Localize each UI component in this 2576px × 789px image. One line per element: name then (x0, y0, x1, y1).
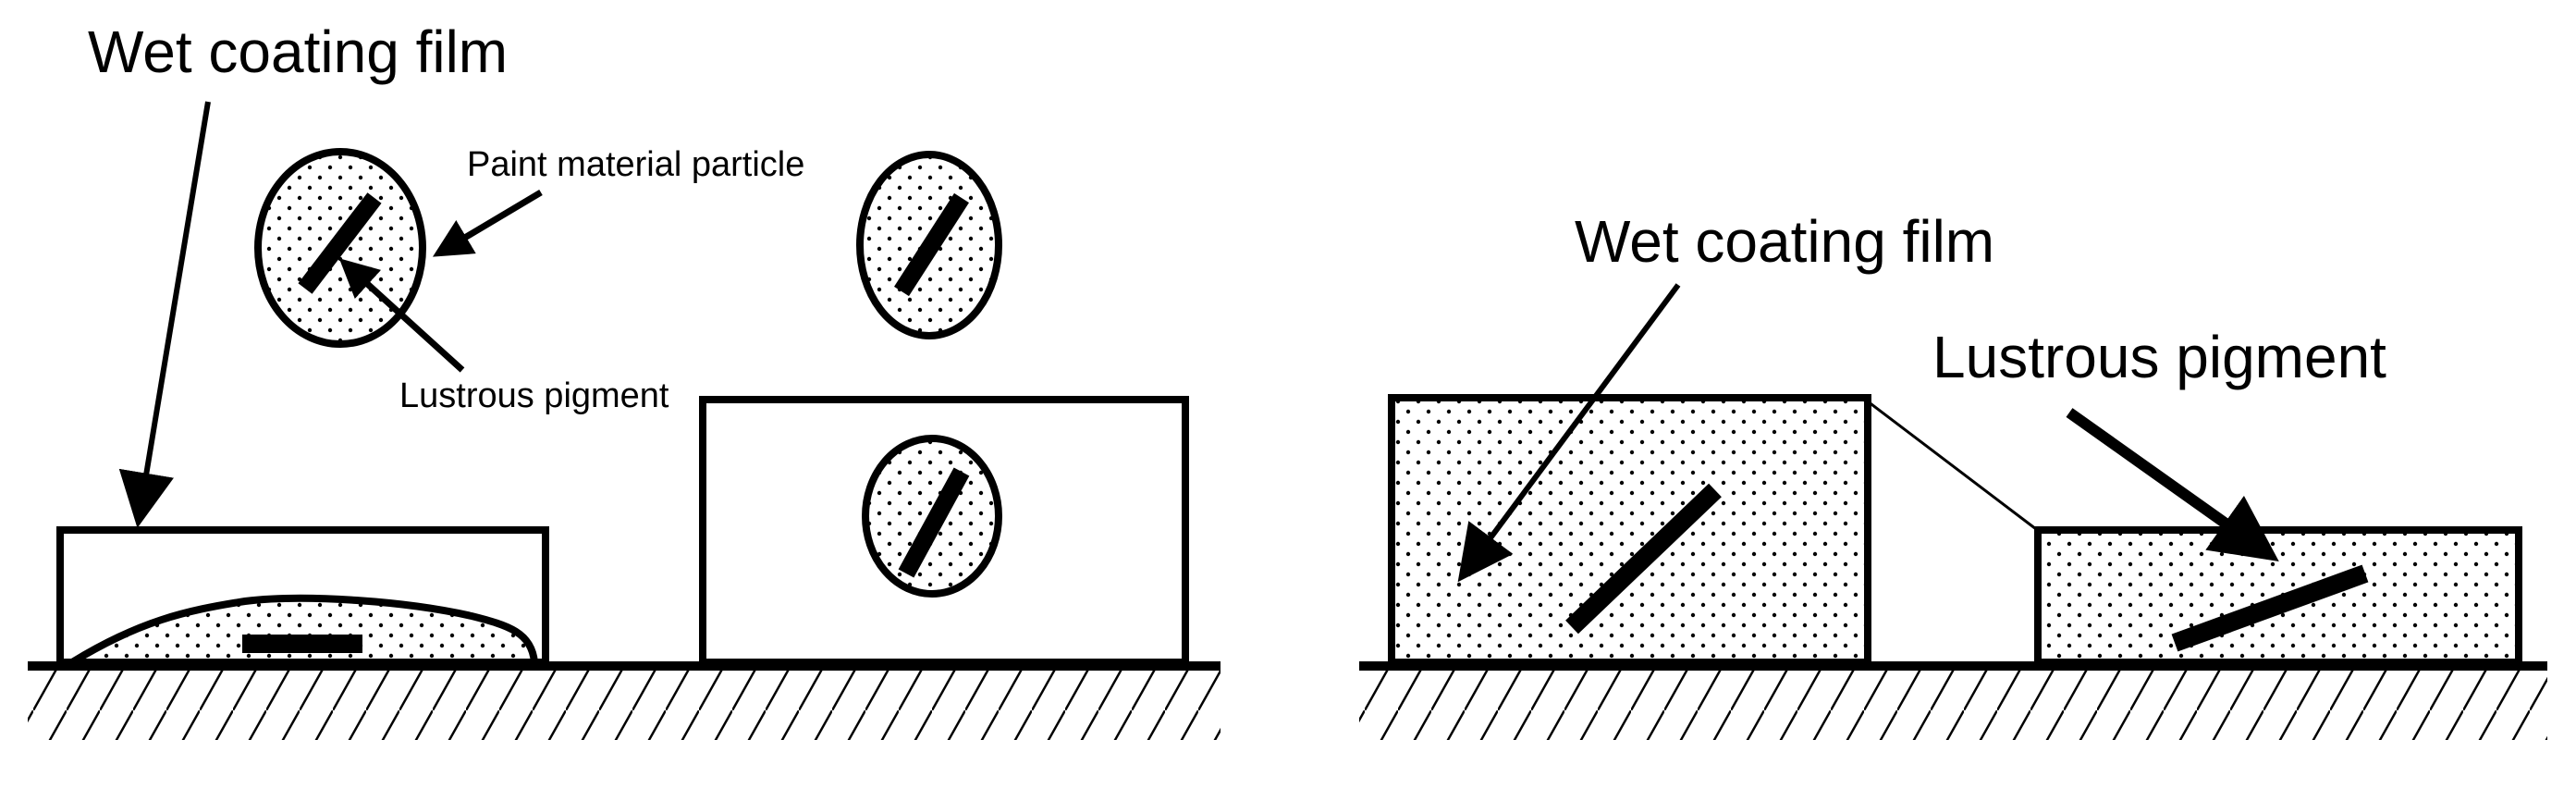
tall-film-box (699, 396, 1189, 666)
left-flat-film (56, 526, 549, 666)
paint-particle-label: Paint material particle (467, 145, 804, 184)
left-film-box (56, 526, 549, 666)
lustrous-pigment-right-label: Lustrous pigment (1932, 324, 2386, 390)
left-wet-film-label: Wet coating film (88, 18, 508, 85)
left-wet-film-arrow (118, 101, 211, 528)
right-tall-film-box (1388, 394, 1871, 666)
right-thin-pigment (2171, 564, 2369, 652)
lustrous-pigment-right-arrow (2066, 408, 2279, 561)
shrink-connector-line (1867, 400, 2041, 534)
left-panel: Wet coating film Paint material particle… (28, 18, 1221, 740)
lustrous-pigment-left-label: Lustrous pigment (399, 376, 669, 415)
flying-particle-2 (856, 151, 1002, 339)
right-wet-film-label: Wet coating film (1575, 208, 1994, 275)
paint-particle-arrow (432, 189, 543, 257)
tall-film-box-group (699, 396, 1189, 666)
left-substrate-hatch (28, 666, 1221, 740)
right-substrate-hatch (1359, 666, 2547, 740)
right-panel: Wet coating film Lustrous pigment (1359, 208, 2547, 740)
right-thin-film (2034, 526, 2522, 666)
lustrous-pigment-left-arrow (338, 258, 465, 373)
particle-2-pigment (894, 192, 969, 297)
right-wet-film-arrow (1457, 283, 1681, 583)
flat-lustrous-pigment (242, 635, 362, 653)
right-tall-film (1388, 394, 1871, 666)
particle-1-pigment (298, 192, 382, 294)
settled-coating-mound (58, 594, 539, 666)
particle-in-box-pigment (898, 467, 970, 578)
right-tall-pigment (1565, 483, 1722, 635)
